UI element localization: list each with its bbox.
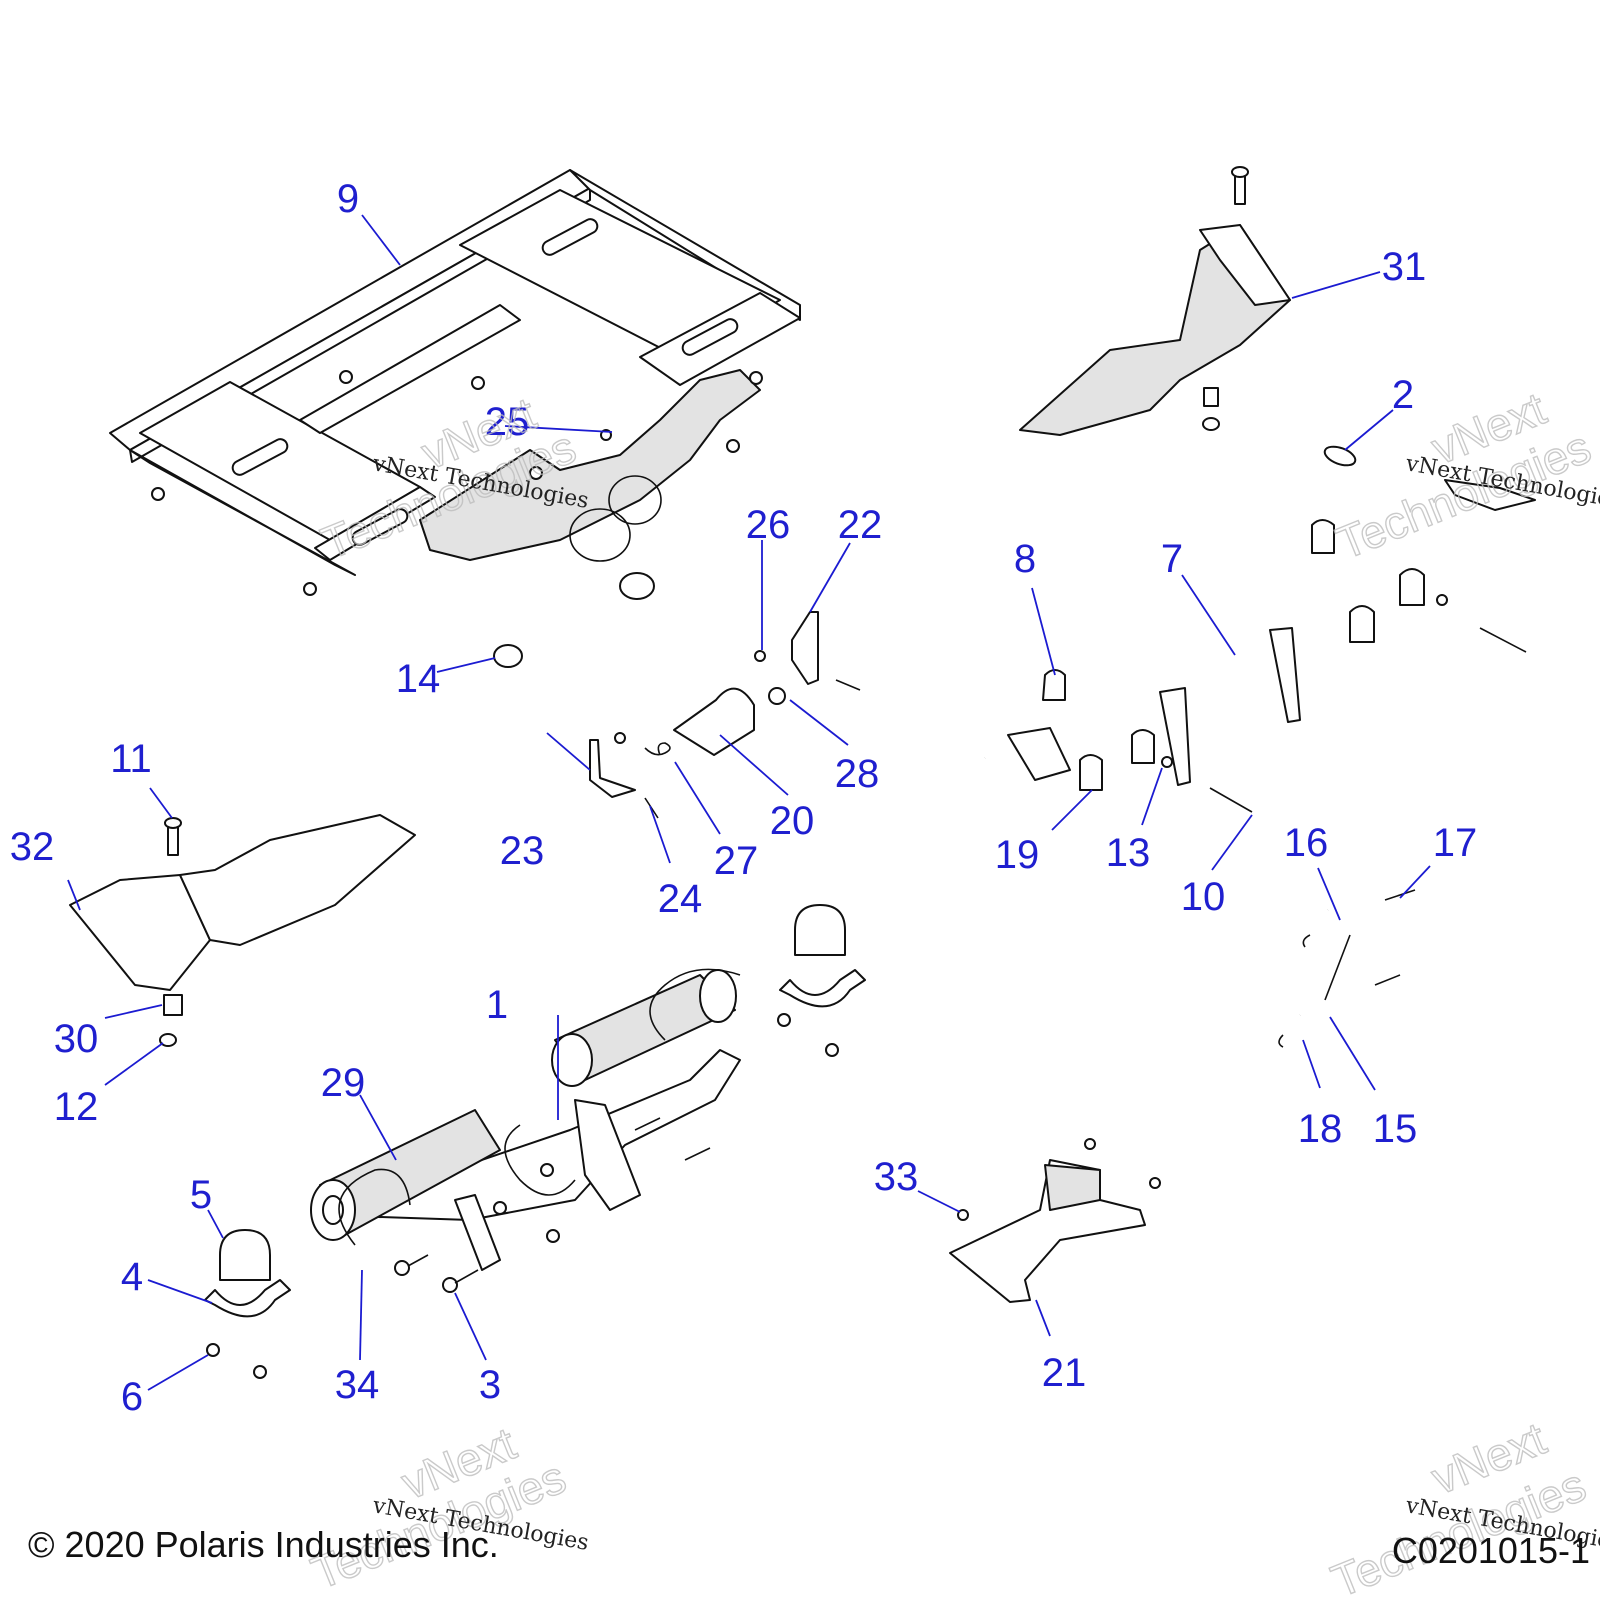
callout-11: 11 xyxy=(110,737,152,781)
callout-1: 1 xyxy=(486,983,508,1027)
callout-17: 17 xyxy=(1433,821,1478,865)
part-14-plug xyxy=(493,644,523,668)
callout-20: 20 xyxy=(770,799,815,843)
watermark-center-bottom: vNext Technologies vNext Technologies xyxy=(304,1416,591,1600)
part-21-bracket xyxy=(949,1138,1161,1303)
callout-22: 22 xyxy=(838,503,883,547)
callout-12: 12 xyxy=(54,1085,99,1129)
callout-14: 14 xyxy=(396,657,441,701)
part-31-shield xyxy=(1019,166,1291,436)
callout-23: 23 xyxy=(500,829,545,873)
callout-15: 15 xyxy=(1373,1107,1418,1151)
callout-7: 7 xyxy=(1161,537,1183,581)
part-1-crossmember xyxy=(319,968,741,1271)
leader-lines xyxy=(67,214,1431,1391)
callout-28: 28 xyxy=(835,752,880,796)
watermark-right-top: vNext Technologies vNext Technologies xyxy=(1329,381,1600,570)
callout-4: 4 xyxy=(121,1255,143,1299)
callout-26: 26 xyxy=(746,503,791,547)
part-32-shield xyxy=(69,814,416,1047)
callout-29: 29 xyxy=(321,1061,366,1105)
callout-21: 21 xyxy=(1042,1351,1087,1395)
figure-code: C0201015-1 xyxy=(1391,1530,1590,1571)
gas-strut xyxy=(1278,889,1416,1048)
callout-31: 31 xyxy=(1382,245,1427,289)
callout-24: 24 xyxy=(658,877,703,921)
callout-9: 9 xyxy=(337,177,359,221)
callout-13: 13 xyxy=(1106,831,1151,875)
right-clamp-assembly xyxy=(777,904,866,1057)
callout-27: 27 xyxy=(714,839,759,883)
callout-25: 25 xyxy=(485,400,530,444)
left-clamp-assembly xyxy=(204,1229,291,1379)
part-2-spring xyxy=(1323,445,1357,467)
callout-33: 33 xyxy=(874,1155,919,1199)
callout-30: 30 xyxy=(54,1017,99,1061)
part-7-tube xyxy=(983,479,1536,813)
callout-18: 18 xyxy=(1298,1107,1343,1151)
callout-5: 5 xyxy=(190,1173,212,1217)
part-9-frame xyxy=(109,169,801,600)
callout-32: 32 xyxy=(10,825,55,869)
callout-numbers: 9 31 2 25 26 22 8 7 14 11 32 30 12 23 24… xyxy=(10,177,1478,1419)
callout-2: 2 xyxy=(1392,373,1414,417)
callout-3: 3 xyxy=(479,1363,501,1407)
callout-8: 8 xyxy=(1014,537,1036,581)
part-29-muffler xyxy=(310,1109,711,1293)
callout-19: 19 xyxy=(995,833,1040,877)
callout-16: 16 xyxy=(1284,821,1329,865)
callout-34: 34 xyxy=(335,1363,380,1407)
copyright-notice: © 2020 Polaris Industries Inc. xyxy=(28,1524,499,1565)
callout-10: 10 xyxy=(1181,875,1226,919)
latch-components xyxy=(589,611,861,819)
callout-6: 6 xyxy=(121,1375,143,1419)
